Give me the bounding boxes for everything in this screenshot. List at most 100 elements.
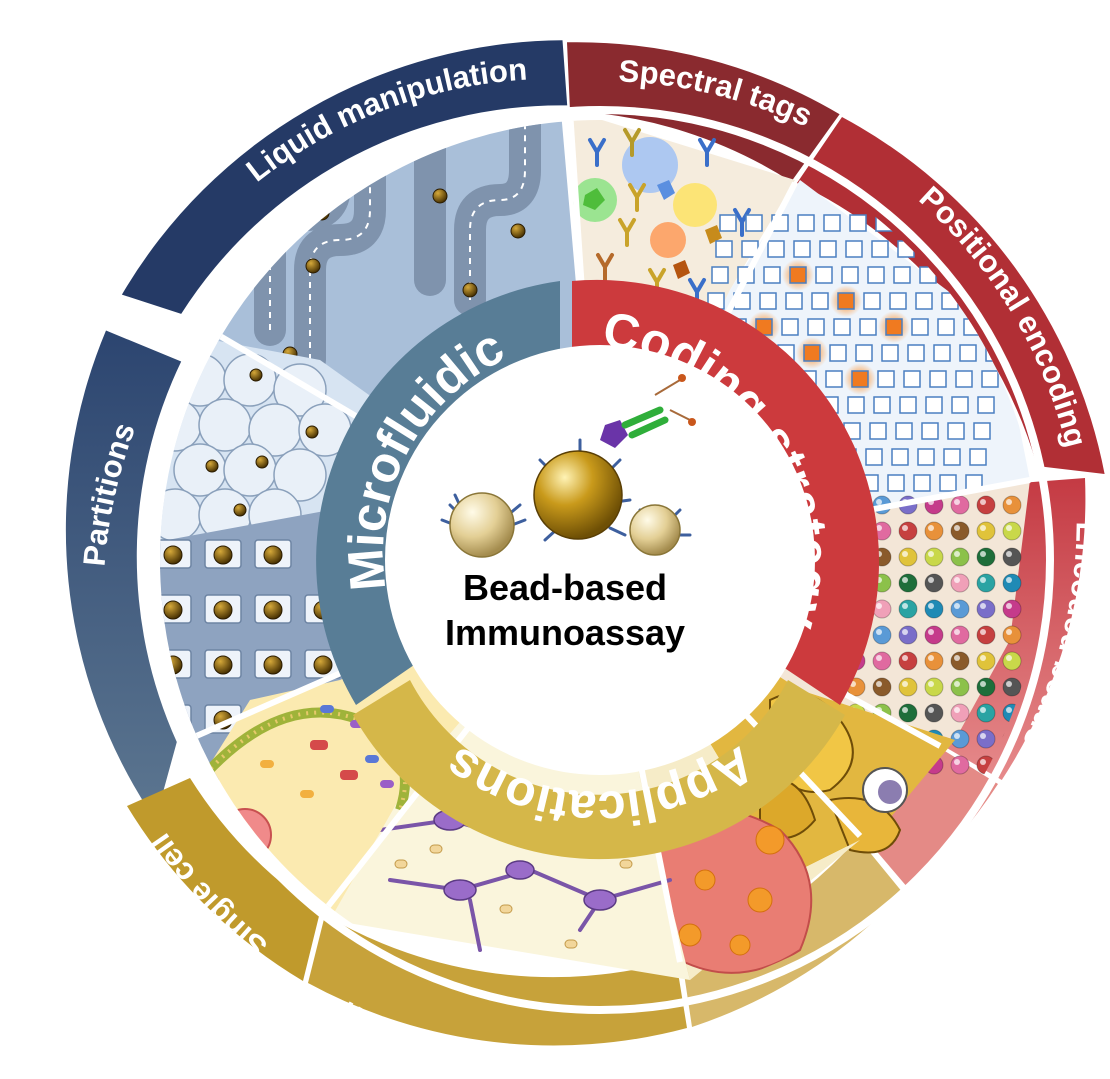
grid-square	[847, 396, 865, 414]
grid-square	[871, 240, 889, 258]
grid-square	[863, 292, 881, 310]
encoded-bead	[950, 703, 970, 723]
encoded-bead	[924, 547, 944, 567]
grid-square	[811, 292, 829, 310]
center-title-line1: Bead-based	[463, 567, 667, 608]
grid-square	[907, 344, 925, 362]
grid-square	[745, 214, 763, 232]
encoded-bead	[1002, 521, 1022, 541]
encoded-bead	[924, 599, 944, 619]
grid-square	[803, 344, 821, 362]
segment-liquid-manipulation	[121, 40, 568, 314]
grid-square	[881, 344, 899, 362]
encoded-bead-highlight	[1006, 655, 1012, 661]
grid-square	[797, 214, 815, 232]
grid-square	[887, 474, 905, 492]
grid-square	[895, 422, 913, 440]
grid-square	[937, 318, 955, 336]
encoded-bead	[924, 677, 944, 697]
encoded-bead-highlight	[902, 707, 908, 713]
grid-square	[939, 474, 957, 492]
grid-square	[885, 318, 903, 336]
encoded-bead-highlight	[1006, 603, 1012, 609]
grid-square	[893, 266, 911, 284]
encoded-bead-highlight	[954, 733, 960, 739]
grid-square	[759, 292, 777, 310]
encoded-bead	[1002, 547, 1022, 567]
encoded-bead	[1002, 625, 1022, 645]
center-hub	[385, 345, 815, 775]
encoded-bead-highlight	[954, 525, 960, 531]
encoded-bead	[976, 677, 996, 697]
grid-square	[913, 474, 931, 492]
encoded-bead	[872, 625, 892, 645]
encoded-bead-highlight	[954, 655, 960, 661]
grid-square	[767, 240, 785, 258]
grid-square	[719, 214, 737, 232]
grid-square	[833, 318, 851, 336]
encoded-bead	[976, 651, 996, 671]
encoded-bead	[950, 677, 970, 697]
grid-square	[899, 396, 917, 414]
encoded-bead-highlight	[980, 499, 986, 505]
grid-square	[977, 396, 995, 414]
grid-square	[1005, 214, 1023, 232]
grid-square	[943, 448, 961, 466]
grid-square	[867, 266, 885, 284]
encoded-bead	[976, 599, 996, 619]
encoded-bead-highlight	[928, 629, 934, 635]
encoded-bead-highlight	[902, 603, 908, 609]
grid-square	[789, 266, 807, 284]
grid-square	[955, 370, 973, 388]
grid-square	[869, 422, 887, 440]
encoded-bead	[898, 677, 918, 697]
encoded-bead-highlight	[1006, 525, 1012, 531]
antigen-antibody-complex	[600, 374, 696, 448]
encoded-bead-highlight	[980, 707, 986, 713]
grid-square	[917, 448, 935, 466]
encoded-bead	[950, 651, 970, 671]
grid-square	[785, 292, 803, 310]
encoded-bead	[950, 547, 970, 567]
encoded-bead	[924, 703, 944, 723]
encoded-bead-highlight	[876, 499, 882, 505]
encoded-bead	[950, 495, 970, 515]
inner-ring	[316, 279, 880, 860]
encoded-bead-highlight	[1006, 629, 1012, 635]
encoded-bead	[898, 625, 918, 645]
encoded-bead-highlight	[928, 525, 934, 531]
grid-square	[981, 370, 999, 388]
grid-square	[823, 214, 841, 232]
encoded-bead-highlight	[876, 655, 882, 661]
encoded-bead-highlight	[980, 759, 986, 765]
encoded-bead	[976, 703, 996, 723]
encoded-bead-highlight	[928, 577, 934, 583]
grid-square	[711, 266, 729, 284]
encoded-bead-highlight	[902, 681, 908, 687]
encoded-bead-highlight	[954, 499, 960, 505]
center-beads-illustration	[440, 374, 696, 558]
encoded-bead-highlight	[1006, 707, 1012, 713]
grid-square	[825, 370, 843, 388]
grid-square	[781, 318, 799, 336]
grid-square	[819, 240, 837, 258]
encoded-bead-highlight	[876, 629, 882, 635]
encoded-bead-highlight	[954, 577, 960, 583]
encoded-bead-highlight	[980, 551, 986, 557]
encoded-bead	[1002, 573, 1022, 593]
encoded-bead	[898, 651, 918, 671]
encoded-bead-highlight	[954, 681, 960, 687]
encoded-bead	[1002, 677, 1022, 697]
encoded-bead-highlight	[1006, 681, 1012, 687]
encoded-bead	[924, 651, 944, 671]
encoded-bead-highlight	[928, 603, 934, 609]
encoded-bead-highlight	[928, 681, 934, 687]
encoded-bead-highlight	[954, 603, 960, 609]
grid-square	[763, 266, 781, 284]
encoded-bead	[976, 547, 996, 567]
encoded-bead	[976, 625, 996, 645]
encoded-bead	[976, 495, 996, 515]
grid-square	[807, 318, 825, 336]
encoded-bead-highlight	[902, 551, 908, 557]
label-infection: Infection	[731, 994, 866, 1077]
